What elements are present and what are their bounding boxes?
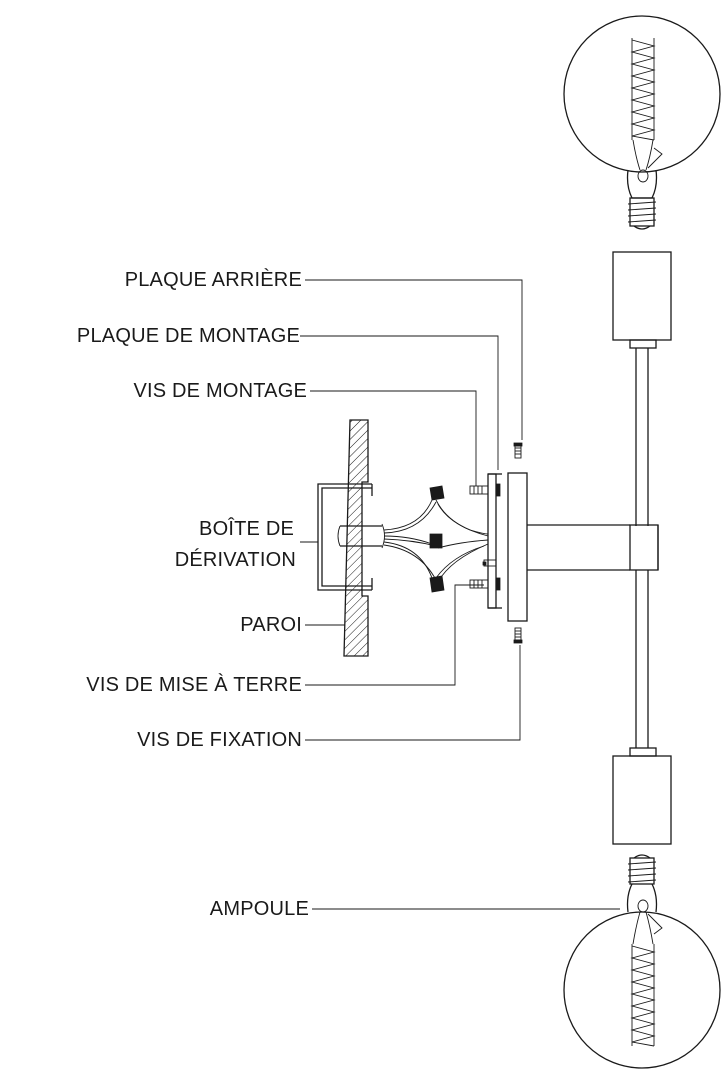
bottom-bulb-base [627,854,657,885]
wall [343,419,369,657]
label-bulb: AMPOULE [209,898,309,920]
upper-socket [612,251,672,526]
label-back-plate: PLAQUE ARRIÈRE [124,269,302,291]
wires [383,499,489,583]
bottom-bulb [563,854,721,1069]
label-fixing-screw: VIS DE FIXATION [137,729,302,751]
lower-socket [612,570,672,845]
fixing-screw-top [513,442,523,459]
label-junction-box-line2: DÉRIVATION [174,549,296,571]
label-wall: PAROI [240,614,302,636]
bottom-bulb-filament [630,899,663,1047]
label-mounting-screw: VIS DE MONTAGE [133,380,307,402]
wire-nuts [429,485,445,593]
label-junction-box-line1: BOÎTE DE [199,518,294,540]
label-ground-screw: VIS DE MISE À TERRE [86,674,302,696]
back-plate [507,472,528,622]
junction-box [317,483,373,591]
mounting-screw-top [469,483,501,497]
top-bulb [563,15,721,230]
fixing-screw-bottom [513,627,523,644]
top-bulb-filament [630,38,663,183]
ground-screw [482,559,497,567]
arm [527,524,659,571]
leader-lines [300,279,620,910]
mounting-plate [487,473,502,609]
top-bulb-base [627,197,657,230]
label-mounting-plate: PLAQUE DE MONTAGE [76,325,300,347]
mounting-screw-bottom [469,577,501,591]
